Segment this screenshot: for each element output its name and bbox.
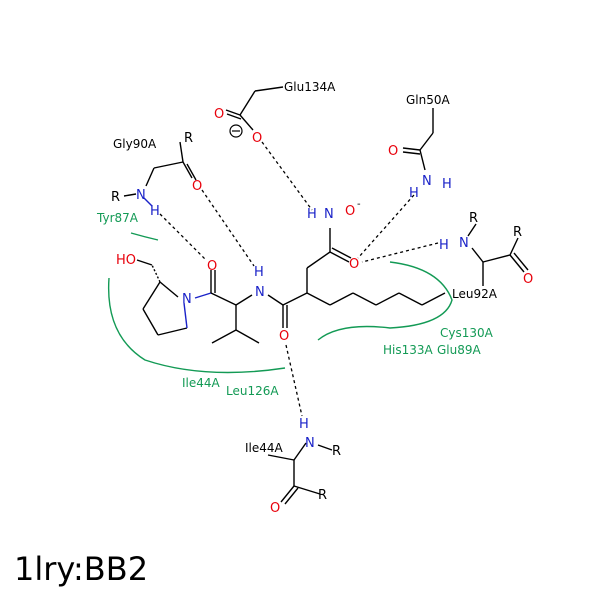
diagram-title: 1lry:BB2 [14,550,149,588]
atom-h-gln50-2: H [409,186,419,201]
arc-ile44-leu126 [107,277,286,374]
atom-r-leu92-c: R [513,225,522,240]
arc-leu92-cys130 [317,261,453,341]
atom-o-gly90: O [192,179,202,194]
hbond-leu92-o [361,242,439,263]
negative-charge-marker [229,124,243,138]
atom-r-ile44-n: R [332,444,341,459]
contact-label-cys130: Cys130A [440,326,494,340]
atom-o-glu134-1: O [214,107,224,122]
atom-n-ile44: N [305,436,315,451]
atom-h-ile44: H [299,417,309,432]
arc-tyr87 [130,232,159,241]
atom-ho: HO [116,253,136,268]
residue-label-gln50: Gln50A [406,93,451,107]
atom-r-gly90: R [184,131,193,146]
residue-label-ile44-bottom: Ile44A [245,441,284,455]
atom-r-leu92-n: R [469,211,478,226]
contact-label-leu126: Leu126A [226,384,279,398]
atom-h-amide: H [254,265,264,280]
hydrophobic-contacts [107,232,453,374]
atom-r-gly90-n: R [111,190,120,205]
atom-o-hydroxamate: O [345,204,355,219]
ligand-bonds [136,228,446,344]
atom-o-ile44: O [270,501,280,516]
atom-labels: O N HO H N O O H N O - O O O N H H R O N… [111,107,533,516]
hbond-gly90-nh [201,189,255,267]
atom-h-hydroxamate: H [307,207,317,222]
atom-n-pro: N [182,292,192,307]
atom-h-gln50-1: H [442,177,452,192]
contact-label-glu89: Glu89A [437,343,482,357]
contact-label-tyr87: Tyr87A [96,211,139,225]
atom-h-leu92: H [439,238,449,253]
atom-h-gly90: H [150,204,160,219]
atom-o-gln50: O [388,144,398,159]
atom-o-hydroxamate-carbonyl: O [349,257,359,272]
hbond-glu134-nh [261,141,313,211]
atom-o-minus-sup: - [357,199,361,210]
atom-n-amide: N [255,285,265,300]
contact-label-ile44: Ile44A [182,376,221,390]
hydrogen-bonds [159,141,439,417]
atom-o-amide-carbonyl: O [279,329,289,344]
residue-label-glu134: Glu134A [284,80,336,94]
residue-label-gly90: Gly90A [113,137,157,151]
atom-r-ile44-c: R [318,488,327,503]
atom-o-pro-carbonyl: O [207,259,217,274]
contact-label-his133: His133A [383,343,434,357]
residue-label-leu92: Leu92A [452,287,498,301]
atom-n-leu92: N [459,236,469,251]
residue-labels: Glu134A Gln50A Gly90A Leu92A Ile44A Tyr8… [96,80,498,455]
atom-o-glu134-2: O [252,131,262,146]
atom-n-gly90: N [136,188,146,203]
hbond-ile44-o [285,344,303,417]
hbond-gly90-o [159,213,207,261]
atom-o-leu92: O [523,272,533,287]
residue-bonds [123,86,529,505]
hbond-gln50-o [357,194,415,259]
atom-n-gln50: N [422,174,432,189]
atom-n-hydroxamate: N [324,207,334,222]
